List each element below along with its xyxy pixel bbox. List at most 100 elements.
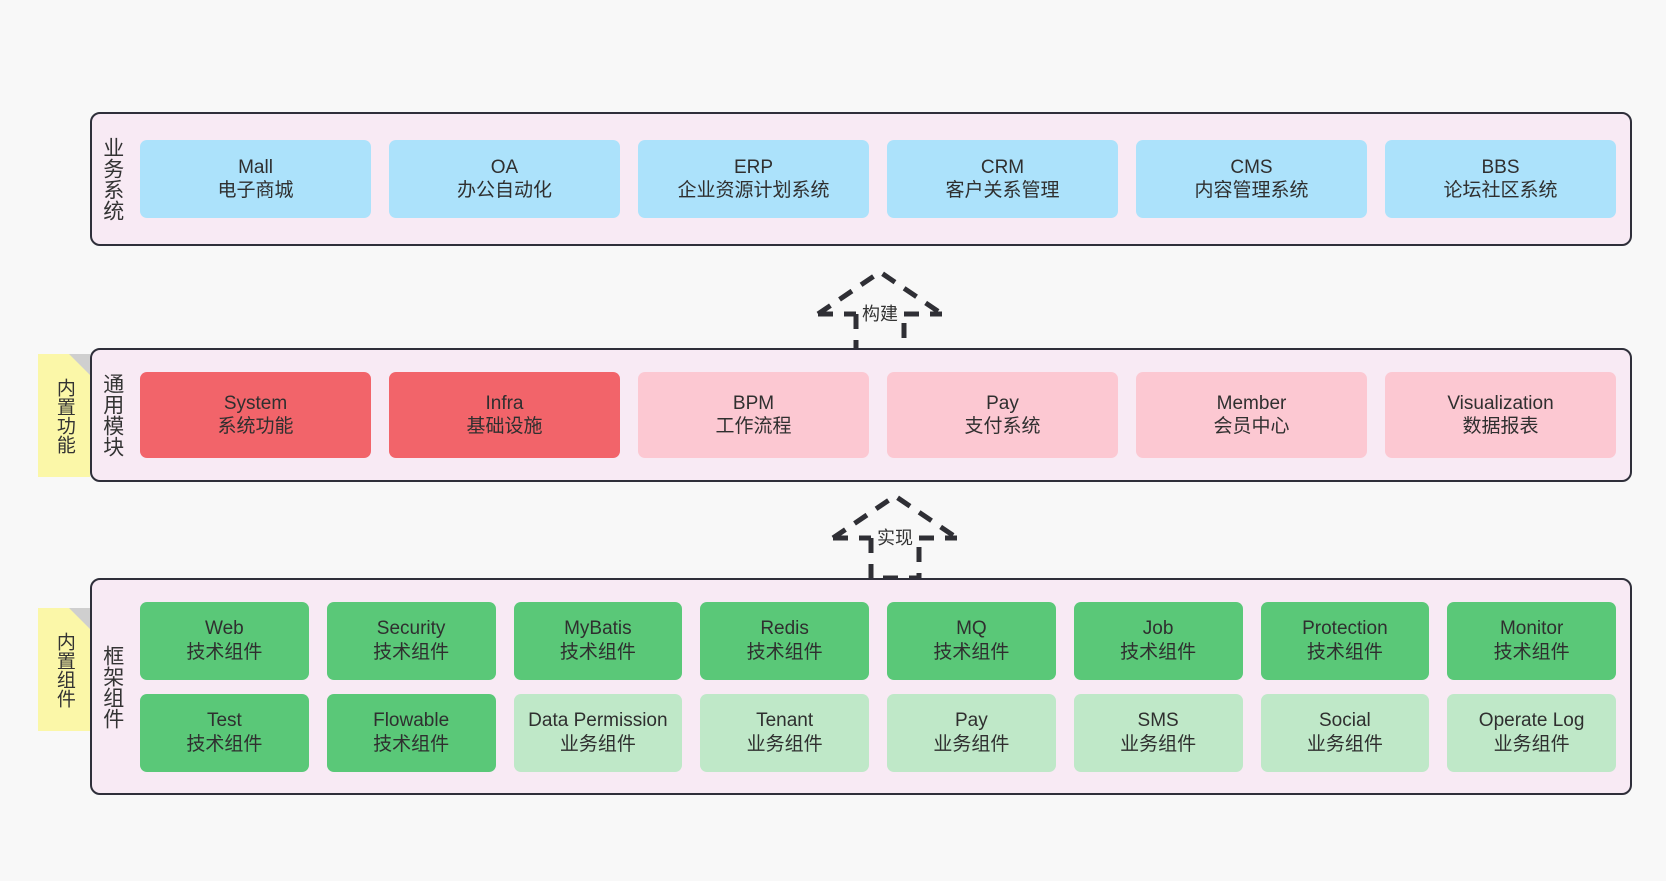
node-crm[interactable]: CRM 客户关系管理 [887, 140, 1118, 218]
node-social[interactable]: Social 业务组件 [1260, 693, 1430, 772]
layer-body-framework-components: Web 技术组件 Security 技术组件 MyBatis 技术组件 Redi… [132, 580, 1630, 793]
sticky-note-builtin-features: 内置功能 [38, 354, 90, 477]
node-label-en: ERP [733, 156, 774, 178]
node-label-en: Tenant [756, 710, 814, 732]
node-label-cn: 技术组件 [559, 641, 636, 663]
node-sms[interactable]: SMS 业务组件 [1073, 693, 1243, 772]
node-label-cn: 会员中心 [1213, 416, 1290, 437]
node-monitor[interactable]: Monitor 技术组件 [1447, 601, 1616, 680]
node-flowable[interactable]: Flowable 技术组件 [326, 693, 496, 772]
sticky-fold-corner-icon [69, 354, 90, 375]
node-label-en: MyBatis [564, 618, 632, 640]
node-label-en: Monitor [1499, 618, 1564, 640]
node-label-en: Member [1216, 392, 1287, 414]
node-label-cn: 技术组件 [373, 733, 450, 755]
node-label-en: Social [1319, 710, 1371, 732]
node-label-en: Operate Log [1478, 710, 1585, 732]
node-label-cn: 基础设施 [466, 416, 543, 437]
node-label-cn: 技术组件 [373, 641, 450, 663]
node-label-en: OA [490, 156, 519, 178]
connector-build-arrow: 构建 [800, 262, 960, 358]
node-label-cn: 技术组件 [746, 641, 823, 663]
node-label-cn: 业务组件 [1493, 733, 1570, 755]
node-label-en: CMS [1230, 156, 1273, 178]
node-label-en: Pay [955, 710, 988, 732]
sticky-note-label: 内置功能 [53, 377, 75, 454]
layer-body-business-system: Mall 电子商城 OA 办公自动化 ERP 企业资源计划系统 CRM 客户关系… [132, 114, 1630, 244]
node-label-cn: 技术组件 [1306, 641, 1383, 663]
node-web[interactable]: Web 技术组件 [140, 601, 309, 680]
node-visualization[interactable]: Visualization 数据报表 [1385, 372, 1616, 458]
node-label-cn: 客户关系管理 [945, 180, 1060, 201]
node-label-en: Protection [1302, 618, 1388, 640]
node-label-en: BPM [732, 392, 775, 414]
node-label-cn: 工作流程 [715, 416, 792, 437]
node-bpm[interactable]: BPM 工作流程 [638, 372, 869, 458]
node-member[interactable]: Member 会员中心 [1136, 372, 1367, 458]
node-label-cn: 技术组件 [186, 733, 263, 755]
node-protection[interactable]: Protection 技术组件 [1260, 601, 1430, 680]
node-row: Test 技术组件 Flowable 技术组件 Data Permission … [140, 693, 1616, 772]
node-label-cn: 技术组件 [1493, 641, 1570, 663]
node-label-cn: 业务组件 [933, 733, 1010, 755]
node-label-cn: 系统功能 [217, 416, 294, 437]
layer-body-common-modules: System 系统功能 Infra 基础设施 BPM 工作流程 Pay 支付系统… [132, 350, 1630, 480]
layer-framework-components: 框架组件 Web 技术组件 Security 技术组件 MyBatis 技术组件… [90, 578, 1632, 795]
node-label-cn: 业务组件 [1120, 733, 1197, 755]
node-label-cn: 数据报表 [1462, 416, 1539, 437]
node-row: System 系统功能 Infra 基础设施 BPM 工作流程 Pay 支付系统… [140, 372, 1616, 458]
node-cms[interactable]: CMS 内容管理系统 [1136, 140, 1367, 218]
node-label-en: Job [1142, 618, 1174, 640]
node-bbs[interactable]: BBS 论坛社区系统 [1385, 140, 1616, 218]
node-label-cn: 技术组件 [1120, 641, 1197, 663]
sticky-note-label: 内置组件 [53, 631, 75, 708]
node-mq[interactable]: MQ 技术组件 [887, 601, 1056, 680]
node-pay-module[interactable]: Pay 支付系统 [887, 372, 1118, 458]
sticky-note-builtin-components: 内置组件 [38, 608, 90, 731]
node-label-en: System [223, 392, 288, 414]
node-label-cn: 业务组件 [559, 733, 636, 755]
node-label-cn: 电子商城 [217, 180, 294, 201]
node-label-en: Mall [238, 156, 273, 178]
node-system[interactable]: System 系统功能 [140, 372, 371, 458]
node-label-en: MQ [956, 618, 987, 640]
node-label-cn: 内容管理系统 [1194, 180, 1309, 201]
layer-common-modules: 通用模块 System 系统功能 Infra 基础设施 BPM 工作流程 Pay… [90, 348, 1632, 482]
node-test[interactable]: Test 技术组件 [140, 693, 309, 772]
node-label-en: BBS [1481, 156, 1520, 178]
node-label-en: SMS [1137, 710, 1179, 732]
node-oa[interactable]: OA 办公自动化 [389, 140, 620, 218]
node-mybatis[interactable]: MyBatis 技术组件 [513, 601, 683, 680]
node-label-en: Web [205, 618, 244, 640]
node-pay-component[interactable]: Pay 业务组件 [887, 693, 1056, 772]
sticky-fold-corner-icon [69, 608, 90, 629]
node-label-cn: 论坛社区系统 [1443, 180, 1558, 201]
node-mall[interactable]: Mall 电子商城 [140, 140, 371, 218]
node-label-en: Security [376, 618, 446, 640]
node-label-en: CRM [980, 156, 1025, 178]
node-data-permission[interactable]: Data Permission 业务组件 [513, 693, 683, 772]
node-label-cn: 业务组件 [746, 733, 823, 755]
node-label-en: Redis [760, 618, 809, 640]
node-label-en: Infra [485, 392, 524, 414]
node-erp[interactable]: ERP 企业资源计划系统 [638, 140, 869, 218]
layer-title-common-modules: 通用模块 [100, 373, 124, 457]
node-redis[interactable]: Redis 技术组件 [700, 601, 869, 680]
node-label-cn: 技术组件 [933, 641, 1010, 663]
node-security[interactable]: Security 技术组件 [326, 601, 496, 680]
node-label-en: Pay [986, 392, 1019, 414]
node-infra[interactable]: Infra 基础设施 [389, 372, 620, 458]
node-job[interactable]: Job 技术组件 [1073, 601, 1243, 680]
connector-implement-label: 实现 [877, 528, 913, 548]
node-label-en: Visualization [1447, 392, 1554, 414]
node-label-cn: 技术组件 [186, 641, 263, 663]
node-row: Mall 电子商城 OA 办公自动化 ERP 企业资源计划系统 CRM 客户关系… [140, 140, 1616, 218]
node-label-en: Data Permission [528, 710, 668, 732]
layer-title-business-system: 业务系统 [100, 137, 124, 221]
node-label-en: Test [206, 710, 242, 732]
layer-title-framework-components: 框架组件 [100, 644, 124, 729]
node-tenant[interactable]: Tenant 业务组件 [700, 693, 869, 772]
node-label-cn: 办公自动化 [456, 180, 552, 201]
node-operate-log[interactable]: Operate Log 业务组件 [1447, 693, 1616, 772]
